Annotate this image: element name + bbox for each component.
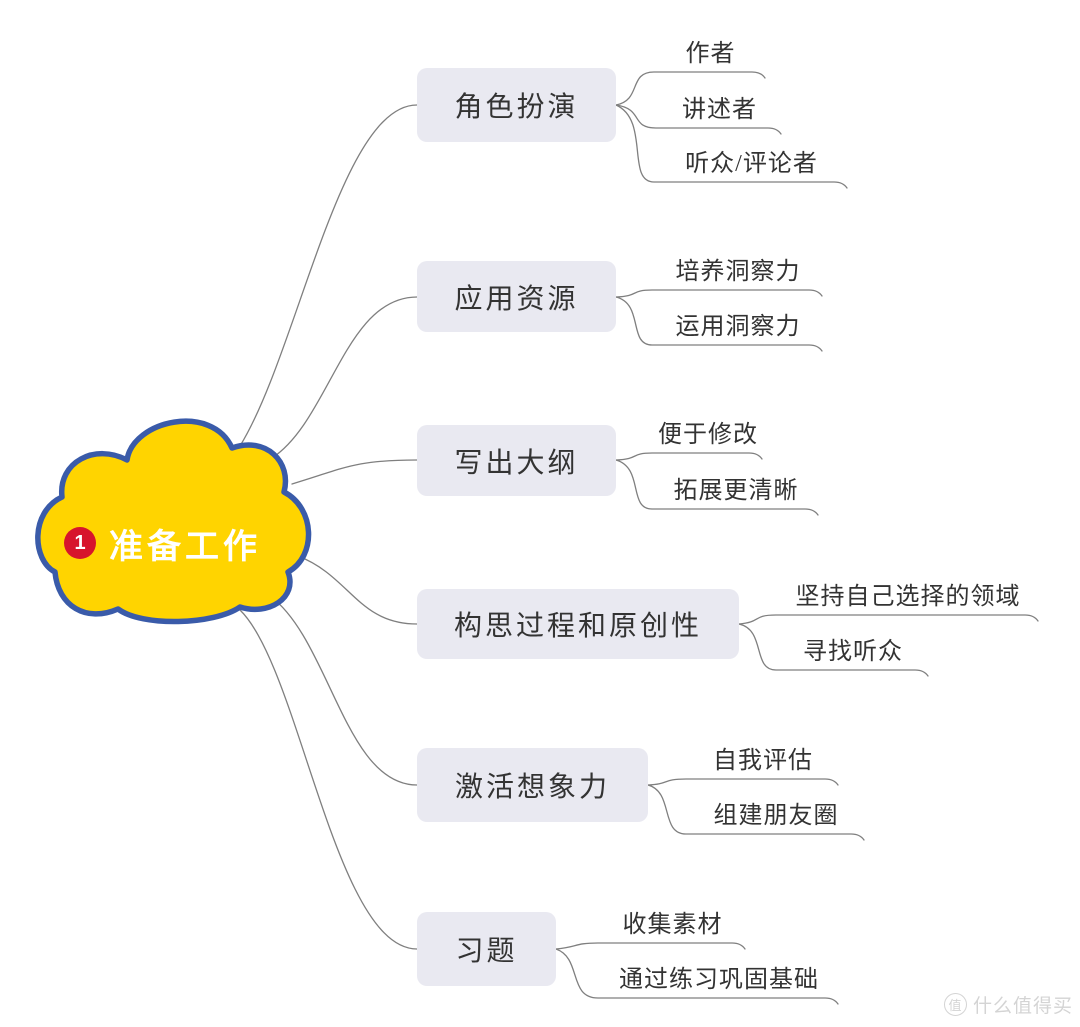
connector-branch6-leaf2: [555, 948, 839, 1005]
watermark-logo-icon: 值: [944, 993, 967, 1016]
root-cloud-shape[interactable]: [35, 418, 312, 625]
connector-root-branch6: [239, 609, 418, 950]
leaf-node-4-2[interactable]: 寻找听众: [803, 639, 903, 665]
branch-node-6[interactable]: 习题: [417, 912, 556, 986]
watermark-text: 什么值得买: [973, 996, 1074, 1017]
branch-node-4[interactable]: 构思过程和原创性: [417, 589, 739, 659]
connector-root-branch4: [297, 555, 418, 625]
connector-branch3-leaf1: [615, 452, 763, 461]
leaf-node-6-1[interactable]: 收集素材: [622, 912, 723, 938]
connector-branch6-leaf1: [555, 942, 746, 950]
branch-label-2: 应用资源: [454, 283, 579, 315]
branch-label-1: 角色扮演: [454, 92, 579, 123]
watermark: 值 什么值得买: [944, 991, 1073, 1018]
connector-branch5-leaf2: [647, 784, 865, 841]
branch-node-5[interactable]: 激活想象力: [417, 748, 648, 822]
connector-root-branch2: [271, 296, 418, 459]
connector-root-branch1: [239, 104, 418, 447]
connector-branch1-leaf1: [615, 71, 766, 106]
branch-node-2[interactable]: 应用资源: [417, 261, 616, 332]
branch-label-5: 激活想象力: [454, 772, 610, 803]
connector-root-branch3: [291, 459, 418, 485]
leaf-node-2-1[interactable]: 培养洞察力: [675, 259, 801, 285]
leaf-node-3-2[interactable]: 拓展更清晰: [673, 478, 799, 504]
leaf-node-3-1[interactable]: 便于修改: [658, 422, 758, 448]
root-node[interactable]: 1 准备工作: [64, 524, 261, 566]
connector-branch4-leaf1: [738, 614, 1039, 625]
leaf-node-5-1[interactable]: 自我评估: [713, 748, 813, 774]
connector-branch2-leaf2: [615, 296, 823, 352]
leaf-node-4-1[interactable]: 坚持自己选择的领域: [795, 584, 1021, 610]
branch-label-3: 写出大纲: [454, 447, 579, 479]
leaf-node-5-2[interactable]: 组建朋友圈: [713, 803, 839, 829]
root-label: 准备工作: [109, 528, 261, 566]
leaf-node-1-3[interactable]: 听众/评论者: [685, 151, 818, 177]
branch-node-3[interactable]: 写出大纲: [417, 425, 616, 496]
leaf-node-2-2[interactable]: 运用洞察力: [675, 314, 801, 340]
connector-branch5-leaf1: [647, 778, 839, 786]
root-number-badge: 1: [64, 527, 96, 559]
leaf-node-1-2[interactable]: 讲述者: [682, 97, 757, 123]
connector-branch1-leaf2: [615, 104, 782, 135]
leaf-node-6-2[interactable]: 通过练习巩固基础: [619, 967, 819, 993]
branch-node-1[interactable]: 角色扮演: [417, 68, 616, 142]
connector-root-branch5: [269, 595, 418, 786]
branch-label-6: 习题: [455, 936, 518, 967]
connector-branch1-leaf3: [615, 104, 848, 189]
connector-branch2-leaf1: [615, 289, 823, 298]
branch-label-4: 构思过程和原创性: [453, 611, 702, 642]
connector-branch4-leaf2: [738, 623, 929, 677]
leaf-node-1-1[interactable]: 作者: [685, 41, 736, 67]
connector-branch3-leaf2: [615, 459, 819, 516]
